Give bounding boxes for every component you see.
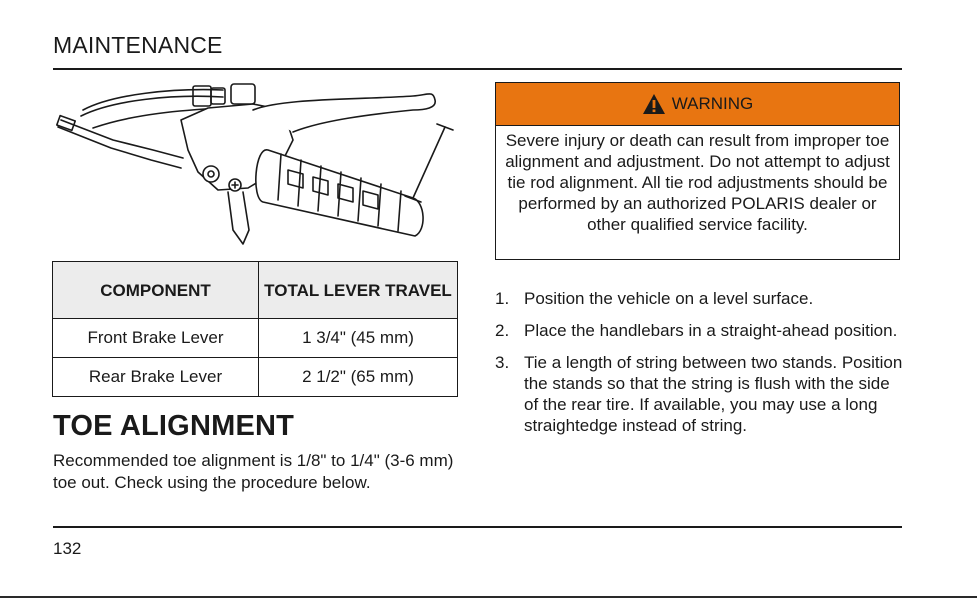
page-number: 132 bbox=[53, 539, 82, 558]
warning-box: WARNING Severe injury or death can resul… bbox=[495, 82, 900, 260]
table-row: Rear Brake Lever 2 1/2" (65 mm) bbox=[52, 357, 458, 397]
page-edge-divider bbox=[0, 596, 977, 598]
step-number: 3. bbox=[495, 353, 510, 372]
warning-triangle-icon bbox=[642, 94, 665, 114]
table-row: Front Brake Lever 1 3/4" (45 mm) bbox=[52, 318, 458, 358]
warning-body-text: Severe injury or death can result from i… bbox=[505, 131, 890, 234]
table-header-component: COMPONENT bbox=[52, 261, 259, 319]
table-cell: 2 1/2" (65 mm) bbox=[258, 357, 458, 397]
page-header-title: MAINTENANCE bbox=[53, 32, 223, 58]
table-header-total-lever-travel: TOTAL LEVER TRAVEL bbox=[258, 261, 458, 319]
warning-header: WARNING bbox=[496, 83, 899, 126]
step-text: Position the vehicle on a level surface. bbox=[524, 289, 814, 308]
step-number: 1. bbox=[495, 289, 510, 308]
table-cell: Front Brake Lever bbox=[52, 318, 259, 358]
table-header-row: COMPONENT TOTAL LEVER TRAVEL bbox=[52, 261, 458, 319]
list-item: 1. Position the vehicle on a level surfa… bbox=[495, 288, 905, 309]
table-cell: Rear Brake Lever bbox=[52, 357, 259, 397]
section-body-text: Recommended toe alignment is 1/8" to 1/4… bbox=[53, 451, 454, 492]
step-text: Place the handlebars in a straight-ahead… bbox=[524, 321, 898, 340]
step-number: 2. bbox=[495, 321, 510, 340]
list-item: 2. Place the handlebars in a straight-ah… bbox=[495, 320, 905, 341]
list-item: 3. Tie a length of string between two st… bbox=[495, 352, 905, 436]
step-text: Tie a length of string between two stand… bbox=[524, 353, 903, 435]
lever-travel-table: COMPONENT TOTAL LEVER TRAVEL Front Brake… bbox=[52, 261, 458, 397]
footer-rule bbox=[53, 526, 902, 528]
procedure-steps: 1. Position the vehicle on a level surfa… bbox=[495, 288, 905, 447]
brake-lever-illustration bbox=[55, 83, 454, 245]
warning-title: WARNING bbox=[671, 94, 754, 113]
header-rule bbox=[53, 68, 902, 70]
table-cell: 1 3/4" (45 mm) bbox=[258, 318, 458, 358]
section-heading: TOE ALIGNMENT bbox=[53, 410, 295, 442]
